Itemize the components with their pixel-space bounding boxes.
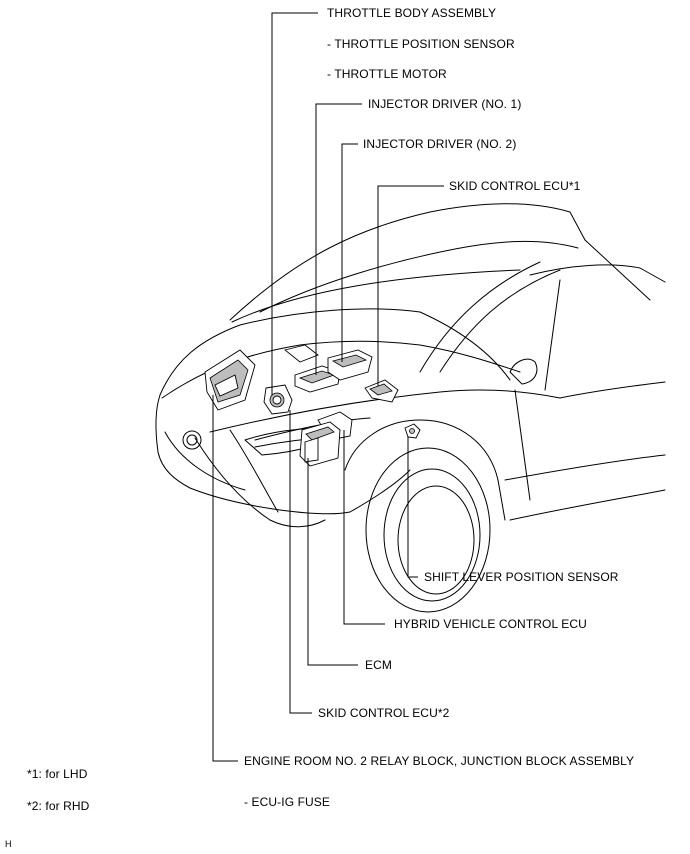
injector-driver-2-component	[327, 349, 373, 381]
label-throttle-position-sensor: - THROTTLE POSITION SENSOR	[327, 37, 515, 51]
label-throttle-motor: - THROTTLE MOTOR	[327, 67, 447, 81]
corner-mark: H	[5, 839, 12, 849]
skid-control-ecu-1-component	[364, 379, 399, 403]
label-shift-lever-position-sensor: SHIFT LEVER POSITION SENSOR	[424, 570, 619, 584]
shift-lever-sensor-component	[404, 423, 421, 439]
label-throttle-body: THROTTLE BODY ASSEMBLY	[327, 6, 497, 20]
ecm-component	[299, 421, 341, 467]
label-skid-control-ecu-1: SKID CONTROL ECU*1	[449, 179, 581, 193]
label-engine-room-relay-block: ENGINE ROOM NO. 2 RELAY BLOCK, JUNCTION …	[244, 754, 635, 768]
throttle-body-component	[263, 384, 293, 415]
label-injector-driver-1: INJECTOR DRIVER (NO. 1)	[368, 97, 522, 111]
note-rhd: *2: for RHD	[27, 799, 90, 813]
leader-lines	[212, 12, 444, 762]
note-lhd: *1: for LHD	[27, 767, 88, 781]
label-injector-driver-2: INJECTOR DRIVER (NO. 2)	[363, 137, 517, 151]
label-skid-control-ecu-2: SKID CONTROL ECU*2	[318, 706, 450, 720]
car-outline	[155, 203, 666, 613]
label-hybrid-vehicle-control-ecu: HYBRID VEHICLE CONTROL ECU	[394, 617, 587, 631]
label-ecu-ig-fuse: - ECU-IG FUSE	[244, 795, 330, 809]
relay-block-component	[204, 349, 256, 411]
label-ecm: ECM	[365, 658, 392, 672]
